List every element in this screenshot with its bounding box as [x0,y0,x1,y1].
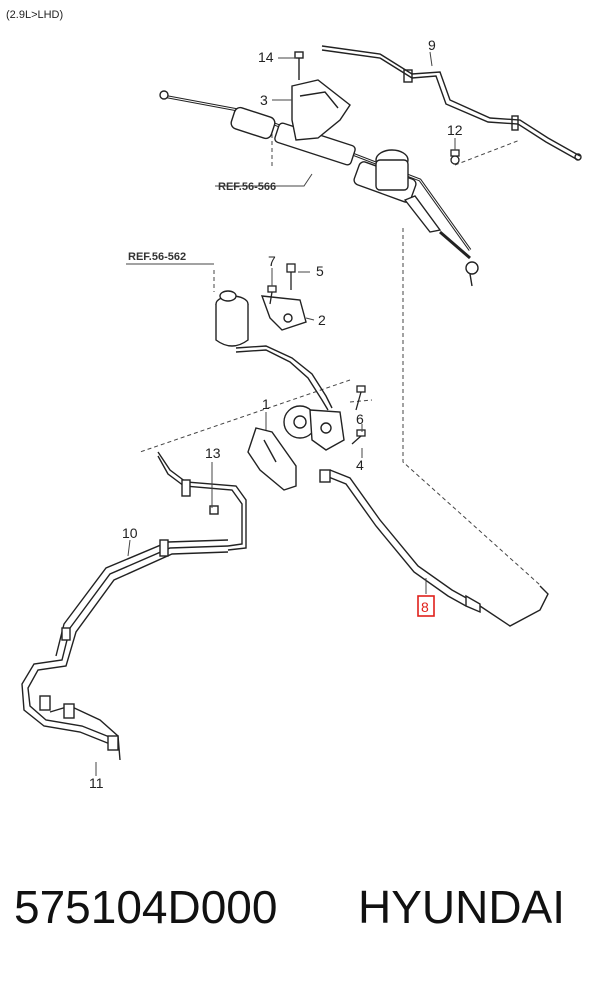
cooler-tube-part-10 [21,539,229,745]
bolt-5 [286,263,296,290]
return-line-part-9 [321,45,582,161]
leader-lines [95,51,456,776]
callout-4: 4 [356,457,364,473]
ref-label-56-566: REF.56-566 [218,181,276,193]
bolt-14 [294,51,304,80]
dashed-guide-lines [139,134,541,586]
nut-12 [450,149,460,165]
bolt-6 [355,385,366,411]
callout-11: 11 [89,775,104,791]
callout-2: 2 [318,312,326,328]
callout-7: 7 [268,253,276,269]
power-steering-pump [283,405,345,451]
bracket-part-2 [260,295,307,331]
pump-bracket-part-1 [247,427,297,491]
callout-3: 3 [260,92,268,108]
variant-header: (2.9L>LHD) [6,9,63,21]
callout-6: 6 [356,411,364,427]
callout-12: 12 [447,122,463,138]
callout-13: 13 [205,445,221,461]
bolt-4 [351,429,366,445]
rack-cover-part-3 [291,79,351,141]
pressure-hose-part-8 [319,469,549,627]
ref-label-56-562: REF.56-562 [128,251,186,263]
reservoir [215,290,249,347]
part-number: 575104D000 [14,881,278,933]
callout-5: 5 [316,263,324,279]
reservoir-hose [235,345,333,411]
callout-1: 1 [262,396,270,412]
callout-8: 8 [421,599,429,615]
parts-diagram: (2.9L>LHD) [6,9,582,791]
callout-10: 10 [122,525,138,541]
return-line-part-13 [157,451,247,551]
callout-9: 9 [428,37,436,53]
brand-name: HYUNDAI [358,881,566,933]
cooler-tube-part-11 [49,703,121,761]
callout-14: 14 [258,49,274,65]
highlight-box [417,595,435,617]
